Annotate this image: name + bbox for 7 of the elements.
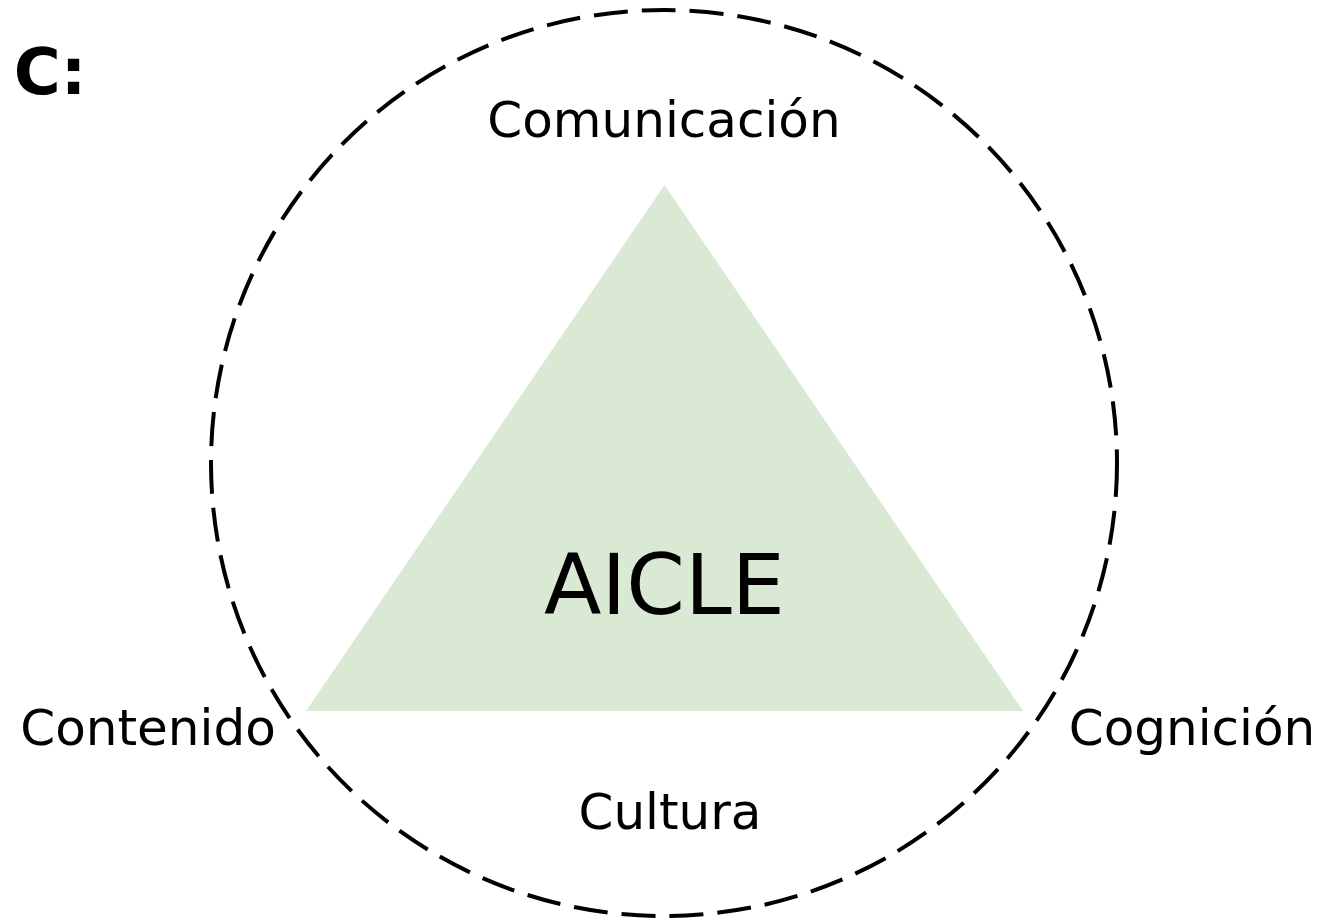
vertex-label: Cognición	[1068, 703, 1316, 753]
side-label: Cultura	[578, 787, 762, 837]
vertex-label: Comunicación	[487, 95, 841, 145]
panel-letter: C:	[13, 40, 87, 104]
vertex-label: Contenido	[20, 703, 276, 753]
center-label: AICLE	[544, 543, 785, 627]
triangle-shape	[306, 185, 1023, 711]
